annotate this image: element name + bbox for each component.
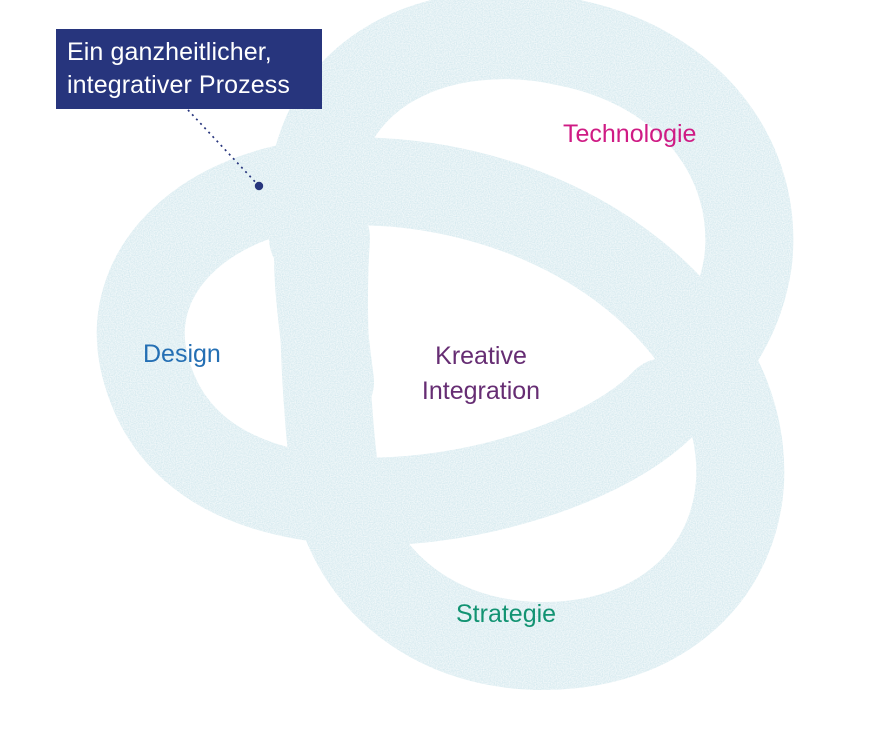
label-technologie: Technologie bbox=[563, 120, 697, 148]
label-design: Design bbox=[143, 340, 221, 368]
knot-strands bbox=[96, 0, 794, 690]
callout-title-line-1: Ein ganzheitlicher, bbox=[67, 38, 272, 66]
label-kreative-line-1: Kreative bbox=[435, 342, 527, 370]
label-strategie: Strategie bbox=[456, 600, 557, 628]
knot-strand-left bbox=[96, 137, 750, 546]
label-kreative-integration: Kreative Integration bbox=[410, 339, 552, 409]
callout-title-line-2: integrativer Prozess bbox=[67, 71, 290, 99]
label-kreative-line-2: Integration bbox=[421, 377, 541, 405]
callout-leader bbox=[187, 109, 264, 191]
dot-icon bbox=[254, 181, 264, 191]
knot-strand-overpass bbox=[273, 170, 374, 426]
knot-strand-top-right bbox=[267, 0, 794, 402]
callout-box: Ein ganzheitlicher, integrativer Prozess bbox=[56, 29, 322, 109]
